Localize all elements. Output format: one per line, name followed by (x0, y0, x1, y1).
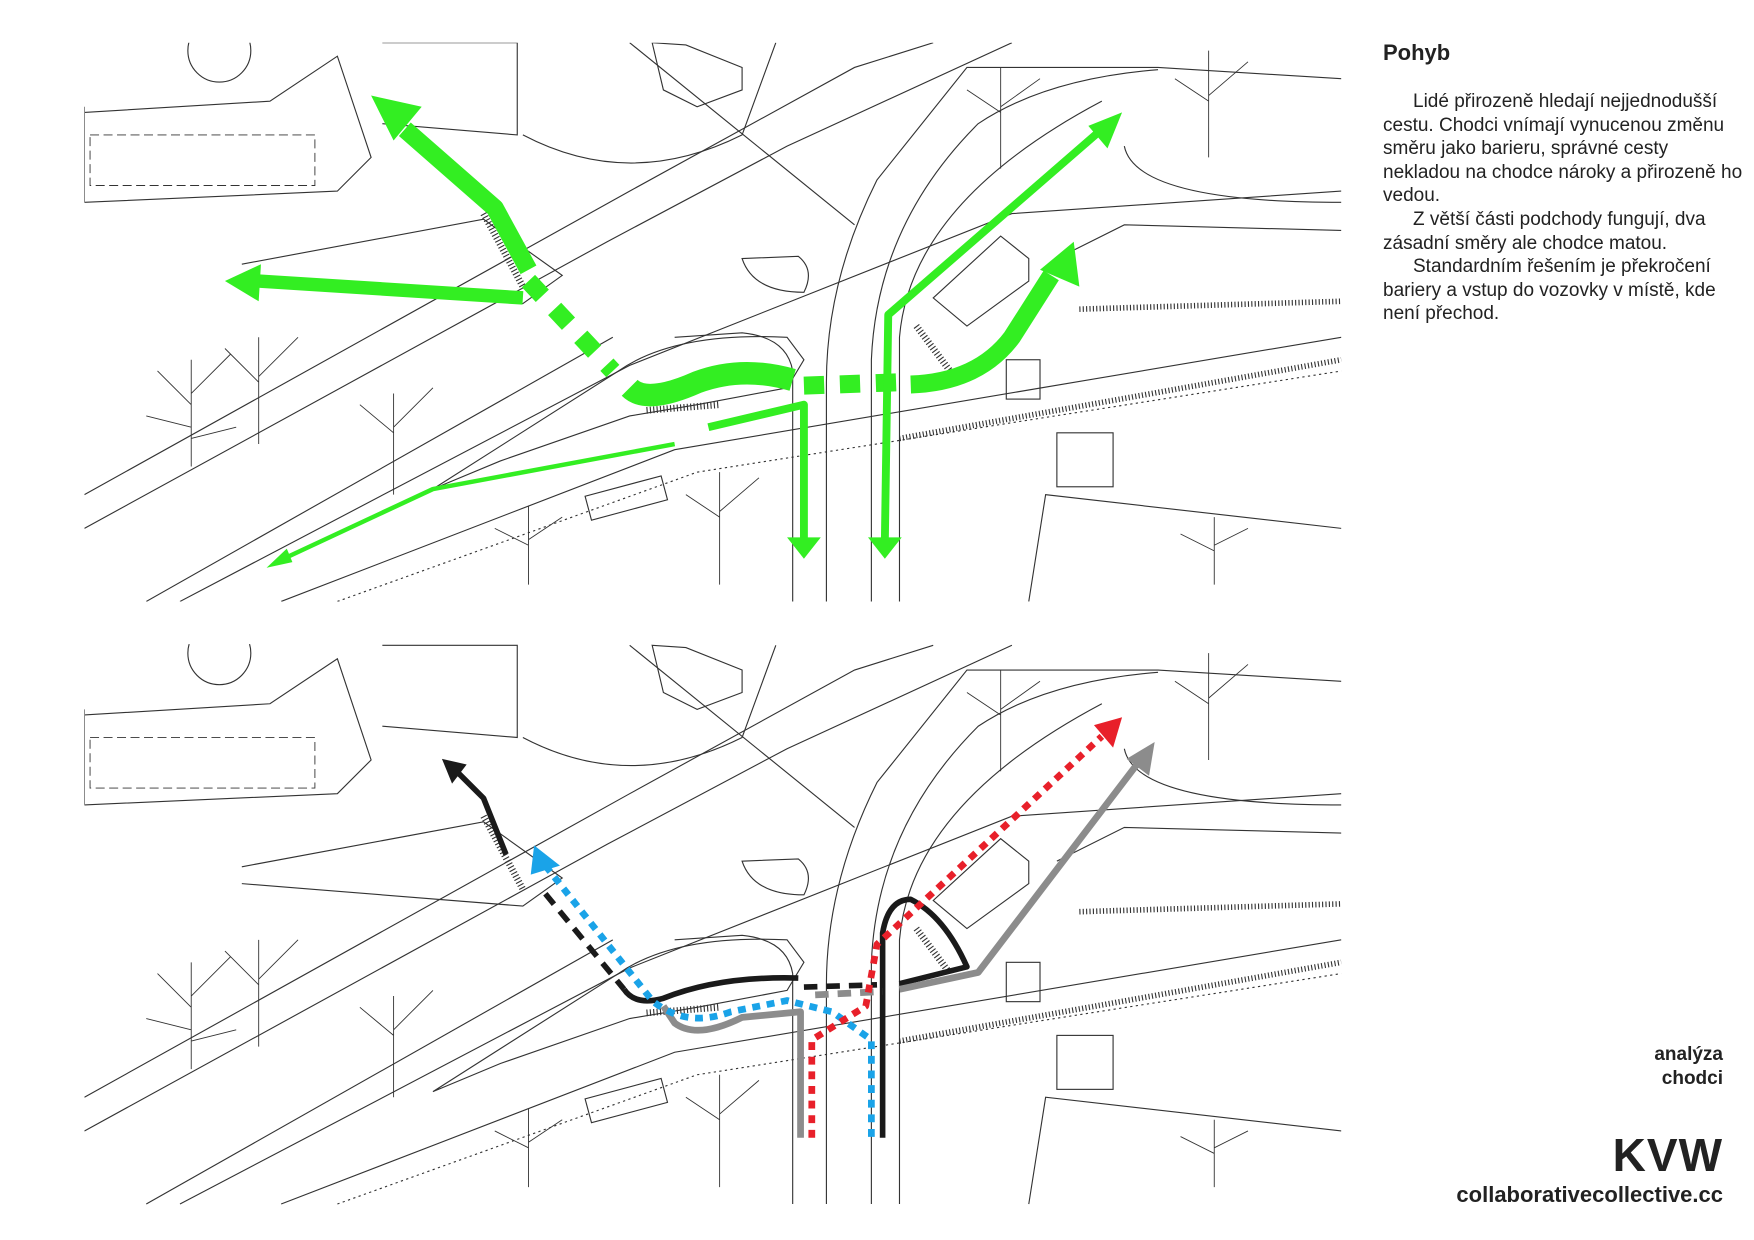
arrow-head-south-right (868, 537, 902, 559)
sheet-label-line1: analýza (1654, 1044, 1723, 1065)
paragraph: Z větší části podchody fungují, dva zása… (1383, 208, 1706, 254)
map-current-natural-paths (84, 19, 1341, 601)
path-east (910, 270, 1059, 394)
path-west (258, 274, 524, 305)
blue-path (542, 863, 875, 1138)
arrow-head-ne (1088, 112, 1123, 149)
path-southwest-thin (280, 441, 676, 562)
base-map-linework (84, 19, 1341, 601)
arrow-head-west (224, 264, 261, 302)
paragraph: Standardním řešením je překročení barier… (1383, 256, 1716, 325)
website-text: collaborativecollective.cc (1456, 1182, 1723, 1207)
gray-path-ne (898, 756, 1144, 993)
black-path-crossing (803, 981, 878, 990)
black-path-dashed (543, 891, 627, 992)
arrow-head-east (1040, 241, 1080, 287)
arrow-head-sw (266, 548, 293, 568)
gray-path-sw (660, 1004, 804, 1138)
path-underpass-dashed (521, 274, 620, 378)
map-analysis-paths (84, 622, 1341, 1204)
blue-arrow-head (530, 845, 560, 875)
black-path-nw (453, 768, 509, 856)
arrow-head-south-left (787, 537, 821, 559)
path-nw (398, 122, 537, 275)
gray-path-crossing (815, 988, 883, 999)
sheet-label-line2: chodci (1661, 1068, 1723, 1089)
path-south-left (707, 400, 808, 540)
path-ne (880, 126, 1105, 540)
path-underpass (621, 361, 796, 407)
description-text: Lidé přirozeně hledají nejjednodušší ces… (1383, 90, 1743, 326)
arrow-head-nw (371, 95, 422, 141)
logo: KVW (1612, 1129, 1723, 1181)
black-path-east (879, 896, 970, 1138)
sheet-label: analýza chodci (1654, 1043, 1723, 1091)
black-arrow-head (441, 758, 467, 784)
paragraph: Lidé přirozeně hledají nejjednodušší ces… (1383, 91, 1743, 207)
gray-arrow-head (1126, 741, 1155, 776)
section-title: Pohyb (1383, 40, 1451, 65)
green-path-arrows (224, 95, 1123, 568)
base-map-linework (84, 622, 1341, 1204)
black-path-underpass (621, 975, 799, 1004)
red-arrow-head (1093, 717, 1123, 748)
red-path (808, 733, 1105, 1138)
